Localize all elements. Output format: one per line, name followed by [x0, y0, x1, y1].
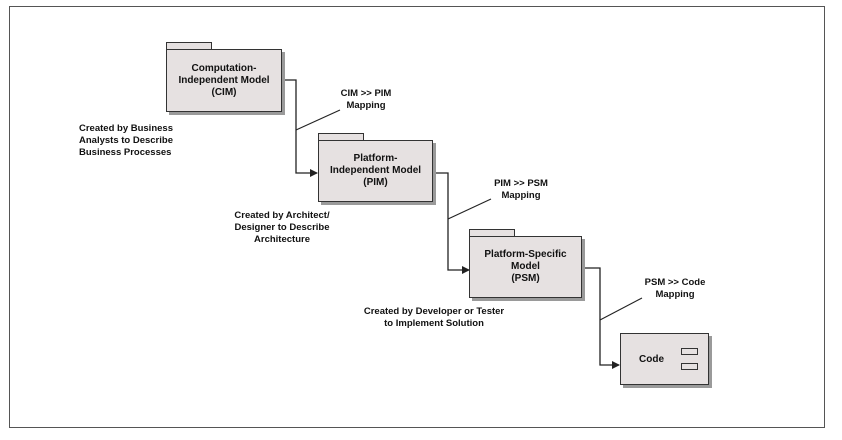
cim-creator-note: Created by Business Analysts to Describe… — [79, 123, 173, 158]
psm-code-mapping-label: PSM >> Code Mapping — [644, 277, 706, 300]
pim-psm-mapping-label: PIM >> PSM Mapping — [494, 178, 548, 201]
pim-package: Platform- Independent Model (PIM) — [318, 140, 433, 202]
component-port-top-icon — [681, 348, 698, 355]
psm-to-code-connector — [582, 267, 620, 369]
pim-package-tab — [318, 133, 364, 141]
code-component-label: Code — [639, 353, 664, 365]
pim-package-label: Platform- Independent Model (PIM) — [329, 153, 422, 188]
pim-psm-mapping-leader — [447, 198, 492, 220]
psm-package-label: Platform-Specific Model (PSM) — [484, 249, 567, 284]
psm-code-mapping-leader — [599, 297, 643, 321]
cim-to-pim-connector — [282, 79, 318, 177]
cim-package-label: Computation- Independent Model (CIM) — [178, 62, 270, 98]
psm-package: Platform-Specific Model (PSM) — [469, 236, 582, 298]
pim-to-psm-connector — [433, 172, 470, 274]
cim-package: Computation- Independent Model (CIM) — [166, 49, 282, 112]
psm-package-tab — [469, 229, 515, 237]
cim-pim-mapping-label: CIM >> PIM Mapping — [340, 88, 392, 111]
cim-package-tab — [166, 42, 212, 50]
code-component: Code — [620, 333, 709, 385]
psm-creator-note: Created by Developer or Tester to Implem… — [363, 306, 505, 329]
component-port-bottom-icon — [681, 363, 698, 370]
cim-pim-mapping-leader — [295, 109, 341, 131]
pim-creator-note: Created by Architect/ Designer to Descri… — [234, 210, 330, 245]
